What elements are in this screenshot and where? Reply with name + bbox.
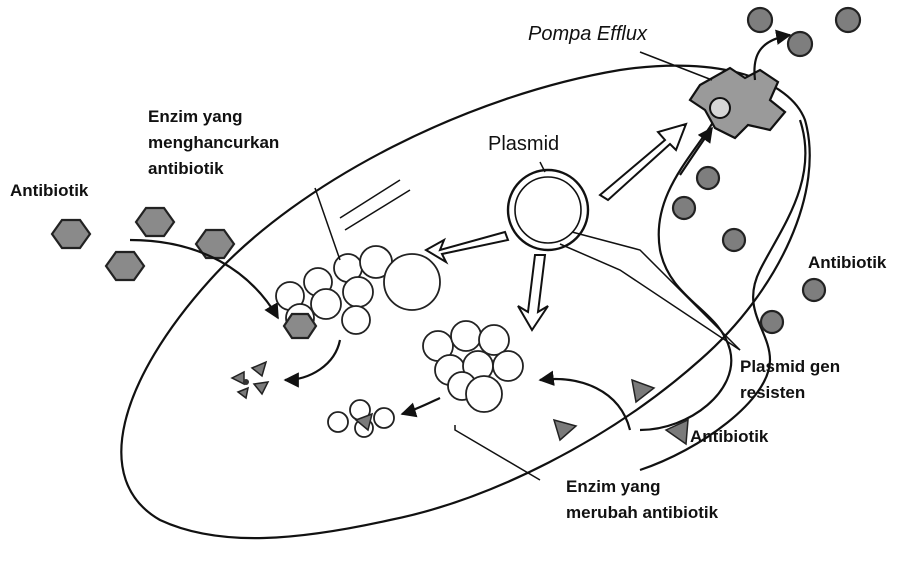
antibiotik-label-bottom: Antibiotik bbox=[690, 427, 769, 446]
resistance-plasmid-label-line1: Plasmid gen bbox=[740, 357, 840, 376]
antibiotic-triangles bbox=[554, 380, 688, 444]
antibiotic-dot bbox=[748, 8, 772, 32]
antibiotic-dot bbox=[803, 279, 825, 301]
destroying-enzyme-label-line1: Enzim yang bbox=[148, 107, 242, 126]
antibiotic-dot bbox=[788, 32, 812, 56]
antibiotic-triangle bbox=[554, 420, 576, 440]
destroying-enzyme-cluster bbox=[276, 246, 440, 338]
antibiotic-hexagon bbox=[136, 208, 174, 236]
antibiotik-label-right: Antibiotik bbox=[808, 253, 887, 272]
modification-arrow bbox=[402, 398, 440, 414]
modifying-enzyme-label-line1: Enzim yang bbox=[566, 477, 660, 496]
antibiotic-molecules-top-right bbox=[748, 8, 860, 56]
plasmid bbox=[508, 170, 588, 250]
destroying-enzyme-label-line2: menghancurkan bbox=[148, 133, 279, 152]
modifying-enzyme-leader bbox=[455, 425, 540, 480]
cell-wall-highlight-2 bbox=[345, 190, 410, 230]
antibiotik-label-left: Antibiotik bbox=[10, 181, 89, 200]
antibiotic-hexagon bbox=[106, 252, 144, 280]
modifying-enzyme-label-line2: merubah antibiotik bbox=[566, 503, 719, 522]
antibiotic-dot bbox=[697, 167, 719, 189]
cell-wall-highlight bbox=[340, 180, 400, 218]
pompa-efflux-label: Pompa Efflux bbox=[528, 23, 648, 45]
destroyed-antibiotic-fragments bbox=[232, 362, 268, 398]
destroying-enzyme-leader bbox=[315, 188, 340, 260]
destroying-enzyme-label-line3: antibiotik bbox=[148, 159, 224, 178]
antibiotic-hexagon bbox=[52, 220, 90, 248]
efflux-pump bbox=[690, 68, 785, 138]
antibiotic-dot bbox=[761, 311, 783, 333]
destruction-arrow bbox=[285, 340, 340, 380]
antibiotic-dot bbox=[673, 197, 695, 219]
antibiotic-hexagon bbox=[196, 230, 234, 258]
antibiotic-molecules-left bbox=[52, 208, 234, 280]
resistance-plasmid-label-line2: resisten bbox=[740, 383, 805, 402]
antibiotic-dot bbox=[836, 8, 860, 32]
antibiotic-dot bbox=[723, 229, 745, 251]
captured-antibiotic-hexagon bbox=[284, 314, 316, 338]
cell-membrane-outer bbox=[640, 120, 805, 470]
modified-antibiotic-product bbox=[328, 400, 394, 437]
plasmid-label: Plasmid bbox=[488, 133, 559, 155]
